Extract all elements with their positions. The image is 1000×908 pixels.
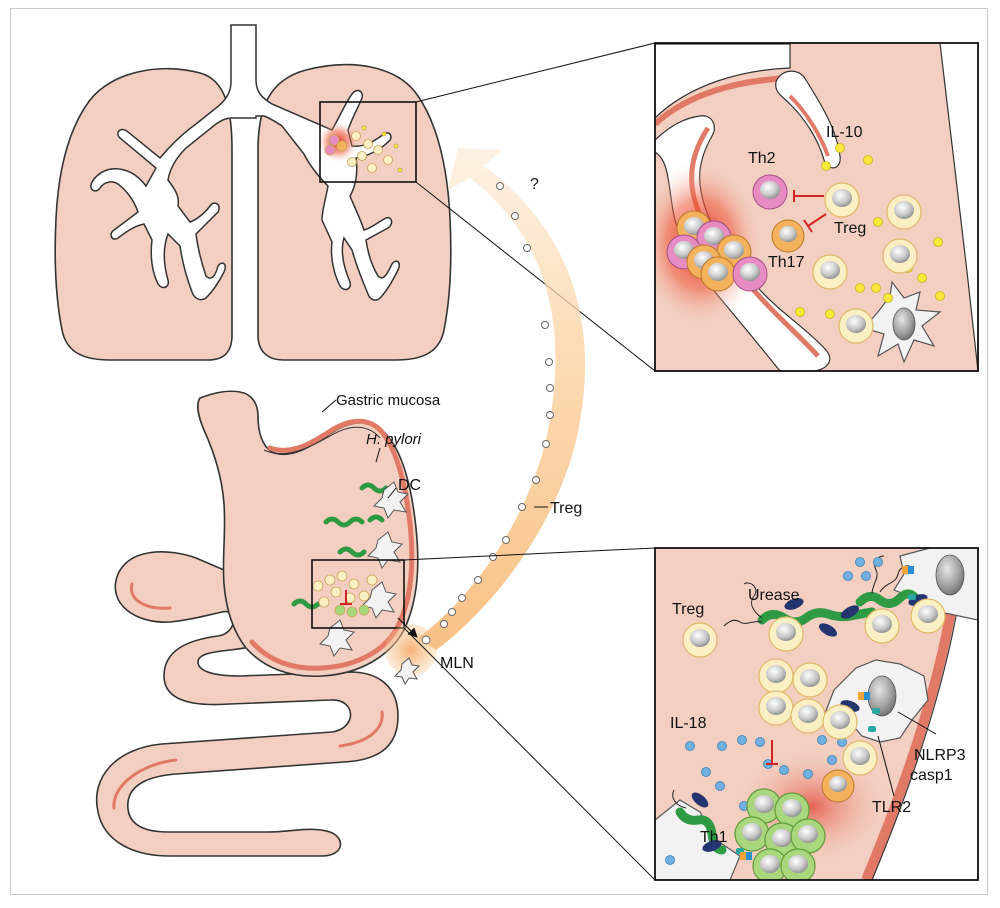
treg-arrow-label: Treg — [550, 500, 582, 517]
dc-label: DC — [398, 477, 421, 494]
stomach-zoom-line-bottom — [404, 628, 655, 880]
stom-il18-label: IL-18 — [670, 715, 707, 732]
gastric-mucosa-leader — [322, 400, 336, 412]
h-pylori-label: H. pylori — [366, 431, 422, 448]
lung-th17-label: Th17 — [768, 254, 805, 271]
stom-treg-label: Treg — [672, 601, 704, 618]
stom-th1-label: Th1 — [700, 829, 728, 846]
lung-zoom-line-top — [416, 43, 655, 102]
stom-nlrp3-label: NLRP3 — [914, 747, 966, 764]
lung-treg-label: Treg — [834, 220, 866, 237]
lung-zoom-line-bottom — [416, 182, 655, 371]
lung-th2-label: Th2 — [748, 150, 776, 167]
stom-casp1-label: casp1 — [910, 767, 953, 784]
stomach-zoom-line-top — [404, 548, 655, 560]
gastric-mucosa-label: Gastric mucosa — [336, 392, 441, 409]
stom-tlr2-label: TLR2 — [872, 799, 911, 816]
stom-urease-label: Urease — [748, 587, 800, 604]
lung-inset — [638, 43, 978, 371]
lungs — [55, 25, 451, 360]
stomach-and-intestine — [97, 391, 418, 856]
question-label: ? — [530, 176, 539, 193]
lung-il10-label: IL-10 — [826, 124, 863, 141]
